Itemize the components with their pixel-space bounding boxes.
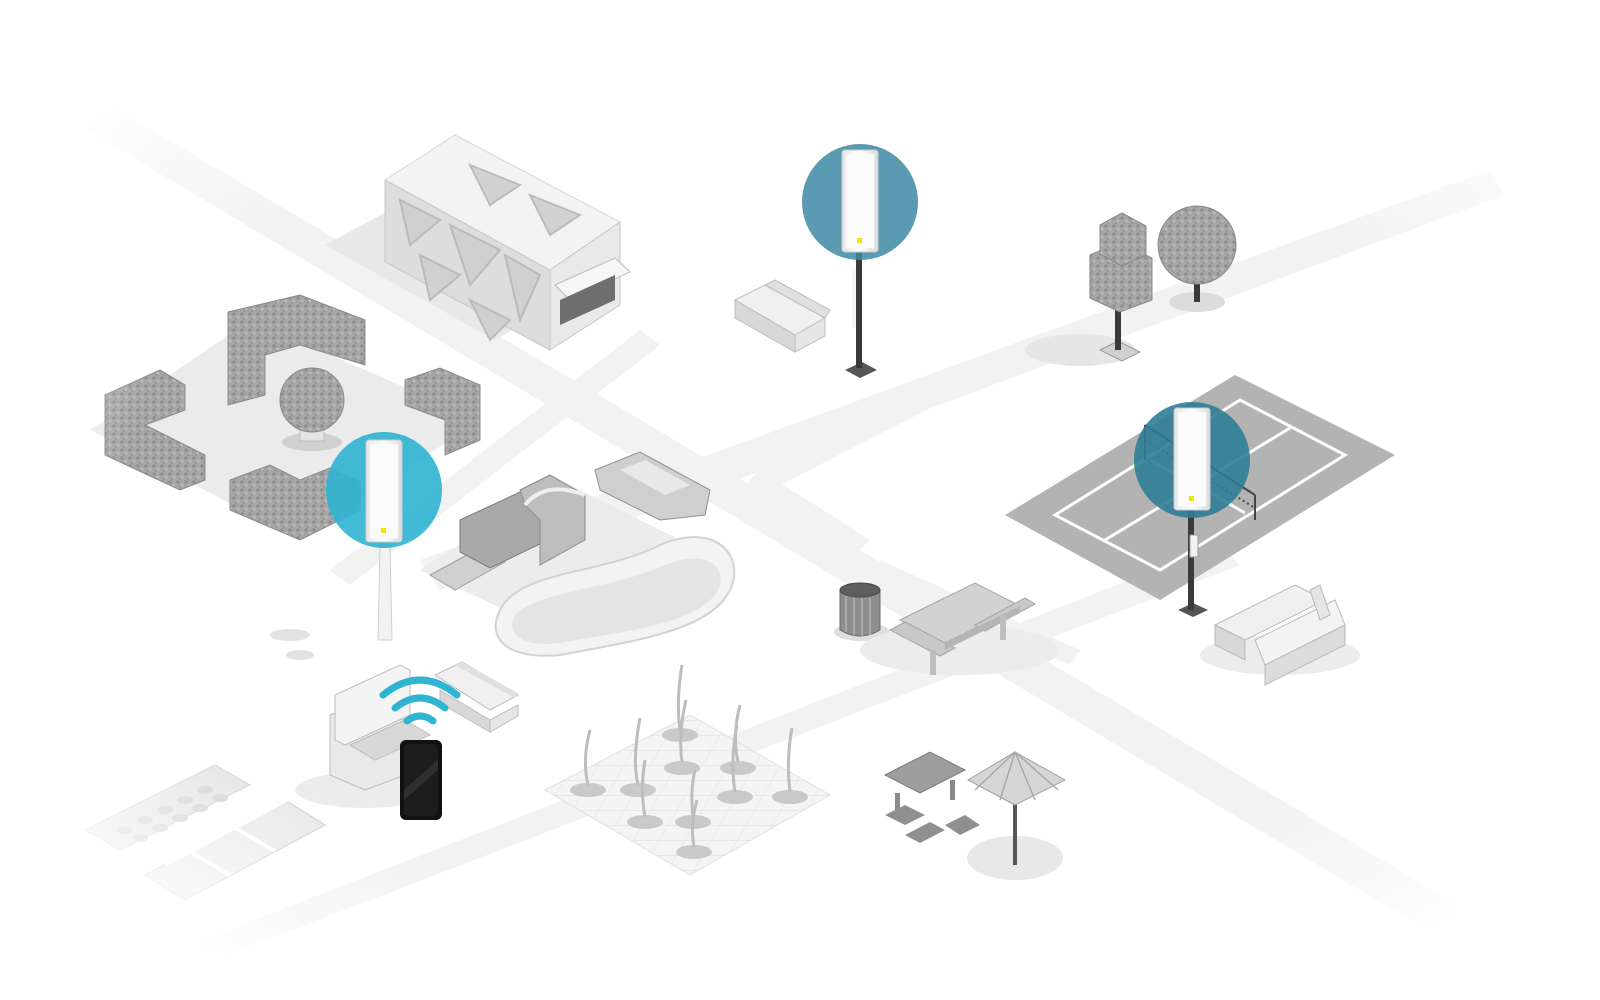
outdoor-wifi-park-illustration <box>0 0 1600 1000</box>
edge-fade-overlay <box>0 0 1600 1000</box>
